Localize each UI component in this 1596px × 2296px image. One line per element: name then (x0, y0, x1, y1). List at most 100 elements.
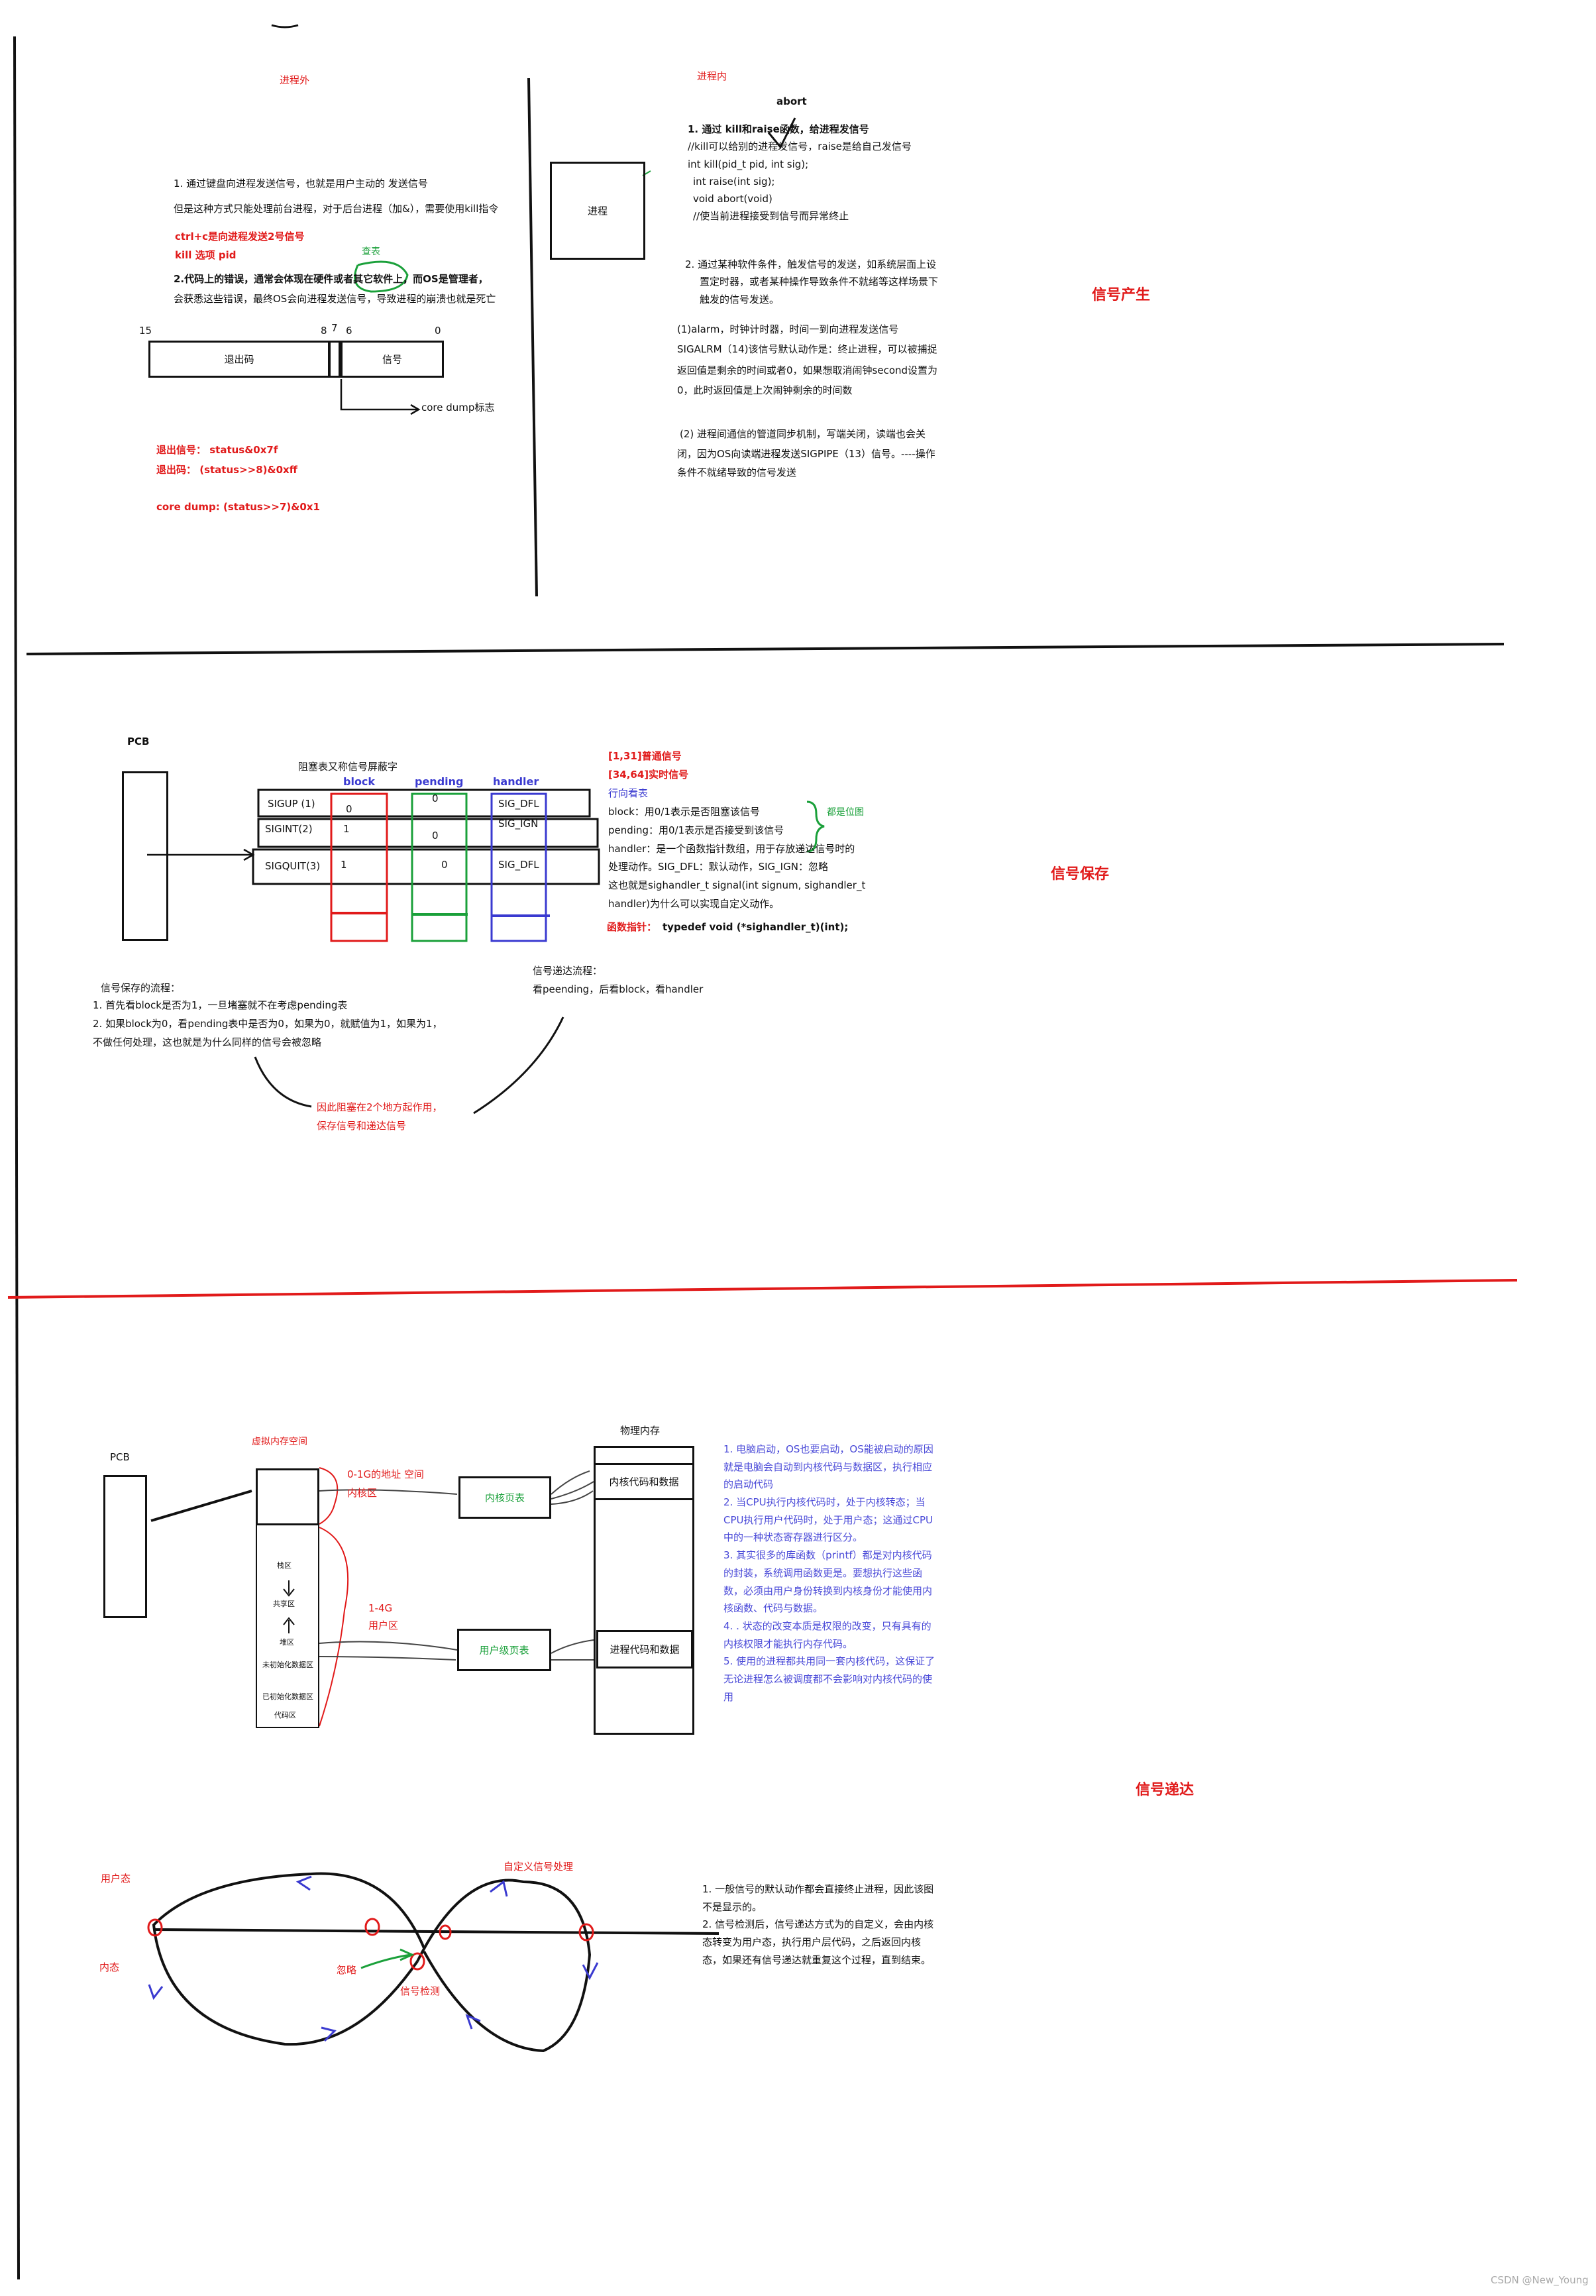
handler-column (490, 793, 547, 942)
alarm-line-2: SIGALRM（14)该信号默认动作是：终止进程，可以被捕捉 (677, 343, 937, 355)
red-section-divider (7, 1279, 1518, 1299)
pipe-line-1: (2) 进程间通信的管道同步机制，写端关闭，读端也会关 (680, 428, 926, 440)
user-page-table: 用户级页表 (457, 1629, 551, 1671)
save-flow-2: 2. 如果block为0，看pending表中是否为0，如果为0，就赋值为1，如… (93, 1018, 443, 1030)
deliver-flow-arc (473, 1016, 564, 1115)
exit-code-label: 退出码 (224, 353, 254, 366)
bitmap-brace (806, 800, 825, 853)
conclusion-1: 因此阻塞在2个地方起作用， (317, 1101, 443, 1113)
deliver-flow: 看peending，后看block，看handler (533, 983, 704, 995)
signal-check-point (409, 1952, 425, 1971)
kernel-explain-1: 1. 电脑启动，OS也要启动，OS能被启动的原因 (723, 1443, 933, 1455)
pipe-line-2: 闭，因为OS向读端进程发送SIGPIPE（13）信号。----操作 (677, 448, 935, 460)
inside-line-2: //kill可以给别的进程发信号，raise是给自己发信号 (688, 140, 912, 153)
formula-exit-code: 退出码： (status>>8)&0xff (156, 464, 297, 476)
col-handler-header: handler (493, 775, 539, 788)
section1-bottom-divider (26, 643, 1505, 655)
kernel-mode-label: 内态 (99, 1961, 120, 1973)
save-flow-title: 信号保存的流程： (101, 982, 181, 994)
signal-field-label: 信号 (382, 353, 402, 366)
normal-signal-range: [1,31]普通信号 (608, 750, 682, 762)
vm-segment-heap: 堆区 (280, 1638, 294, 1647)
kernel-explain-14: 无论进程怎么被调度都不会影响对内核代码的使 (723, 1672, 933, 1685)
col-block-header: block (343, 775, 376, 788)
pcb-to-vm-line (150, 1490, 252, 1522)
kernel-table-to-kernel-code (551, 1470, 594, 1505)
signal-delivery-title: 信号递达 (1136, 1782, 1195, 1798)
alarm-line-1: (1)alarm，时钟计时器，时间一到向进程发送信号 (677, 323, 899, 335)
cross-point-2 (364, 1918, 380, 1936)
lookup-table-note: 查表 (362, 246, 380, 257)
explain-handler-2: 处理动作。SIG_DFL：默认动作，SIG_IGN：忽略 (608, 861, 828, 873)
row-3-pending: 0 (441, 859, 448, 871)
kernel-explain-3: 的启动代码 (723, 1478, 774, 1491)
row-1-name: SIGUP (1) (268, 798, 315, 810)
user-table-to-process-code (551, 1639, 594, 1661)
signal-generation-title: 信号产生 (1092, 287, 1151, 303)
process-box: 进程 (550, 162, 645, 260)
read-table-by-row: 行向看表 (608, 787, 649, 799)
core-dump-arrow (340, 379, 417, 411)
vm-segment-shared: 共享区 (273, 1600, 295, 1608)
pcb-box-section3 (103, 1475, 147, 1618)
kernel-range-1: 0-1G的地址 空间 (347, 1468, 424, 1480)
row-sigup-outline (257, 789, 591, 818)
inside-line-5: void abort(void) (693, 193, 772, 205)
virtual-memory-label: 虚拟内存空间 (252, 1437, 307, 1447)
infinity-left-loop (152, 1872, 425, 2046)
kernel-explain-10: 核函数、代码与数据。 (723, 1602, 824, 1615)
kernel-page-table-label: 内核页表 (484, 1492, 525, 1504)
formula-core-dump: core dump: (status>>7)&0x1 (156, 501, 320, 513)
inside-line-6: //使当前进程接受到信号而异常终止 (693, 210, 849, 223)
vm-kernel-area (256, 1468, 319, 1525)
pcb-label-section3: PCB (110, 1451, 130, 1463)
left-border-line (13, 36, 20, 2280)
delivery-line-2: 不是显示的。 (702, 1900, 763, 1913)
formula-exit-signal: 退出信号： status&0x7f (156, 444, 278, 456)
kernel-explain-15: 用 (723, 1690, 734, 1703)
process-code-block: 进程代码和数据 (596, 1630, 693, 1668)
software-condition-lines: 2. 通过某种软件条件，触发信号的发送，如系统层面上设 置定时器，或者某种操作导… (685, 256, 938, 308)
alarm-line-3: 返回值是剩余的时间或者0，如果想取消闹钟second设置为 (677, 364, 938, 376)
row-1-block: 0 (346, 803, 352, 815)
pcb-box-section2 (122, 771, 168, 941)
custom-handler-label: 自定义信号处理 (504, 1861, 574, 1873)
row-sigint-outline (257, 818, 599, 848)
process-code-label: 进程代码和数据 (610, 1643, 680, 1656)
vm-arrow-up (283, 1617, 295, 1633)
core-dump-bit (329, 341, 341, 378)
kernel-explain-7: 3. 其实很多的库函数（printf）都是对内核代码 (723, 1549, 932, 1562)
kernel-range-bracket (319, 1467, 339, 1525)
explain-signal-func: 这也就是sighandler_t signal(int signum, sigh… (608, 879, 866, 891)
explain-block: block：用0/1表示是否阻塞该信号 (608, 806, 760, 818)
vm-arrow-down (283, 1580, 295, 1597)
flow-arrow-2 (148, 1984, 164, 2000)
row-2-handler: SIG_IGN (498, 818, 539, 830)
physical-memory-box (594, 1446, 694, 1735)
kernel-explain-13: 5. 使用的进程都共用同一套内核代码，这保证了 (723, 1655, 935, 1668)
delivery-line-3: 2. 信号检测后，信号递达方式为的自定义，会由内核 (702, 1918, 934, 1931)
explain-handler: handler：是一个函数指针数组，用于存放递达信号时的 (608, 842, 855, 855)
delivery-line-5: 态，如果还有信号递达就重复这个过程，直到结束。 (702, 1953, 931, 1966)
kernel-explain-5: CPU执行用户代码时，处于用户态；这通过CPU (723, 1513, 933, 1526)
vm-user-area (256, 1524, 319, 1728)
user-page-table-label: 用户级页表 (479, 1644, 529, 1657)
vm-to-user-table (319, 1641, 458, 1661)
mode-boundary-line (153, 1928, 719, 1935)
core-dump-arrowhead (410, 404, 421, 415)
footer-watermark: CSDN @New_Young (1491, 2274, 1589, 2286)
kernel-explain-11: 4. . 状态的改变本质是权限的改变，只有具有的 (723, 1619, 931, 1632)
core-dump-flag-label: core dump标志 (421, 402, 495, 413)
explain-pending: pending：用0/1表示是否接受到该信号 (608, 824, 784, 836)
delivery-line-4: 态转变为用户态，执行用户层代码，之后返回内核 (702, 1936, 922, 1949)
delivery-explanation: 1. 一般信号的默认动作都会直接终止进程，因此该图 不是显示的。 2. 信号检测… (702, 1881, 933, 1969)
vm-segment-code: 代码区 (274, 1711, 296, 1720)
row-1-pending: 0 (432, 793, 439, 804)
kernel-explain-6: 中的一种状态寄存器进行区分。 (723, 1531, 863, 1544)
vm-to-kernel-table (319, 1489, 458, 1495)
deliver-flow-title: 信号递达流程： (533, 965, 603, 977)
explain-signal-func-2: handler)为什么可以实现自定义动作。 (608, 897, 780, 910)
row-2-name: SIGINT(2) (265, 823, 313, 835)
realtime-signal-range: [34,64]实时信号 (608, 769, 689, 781)
